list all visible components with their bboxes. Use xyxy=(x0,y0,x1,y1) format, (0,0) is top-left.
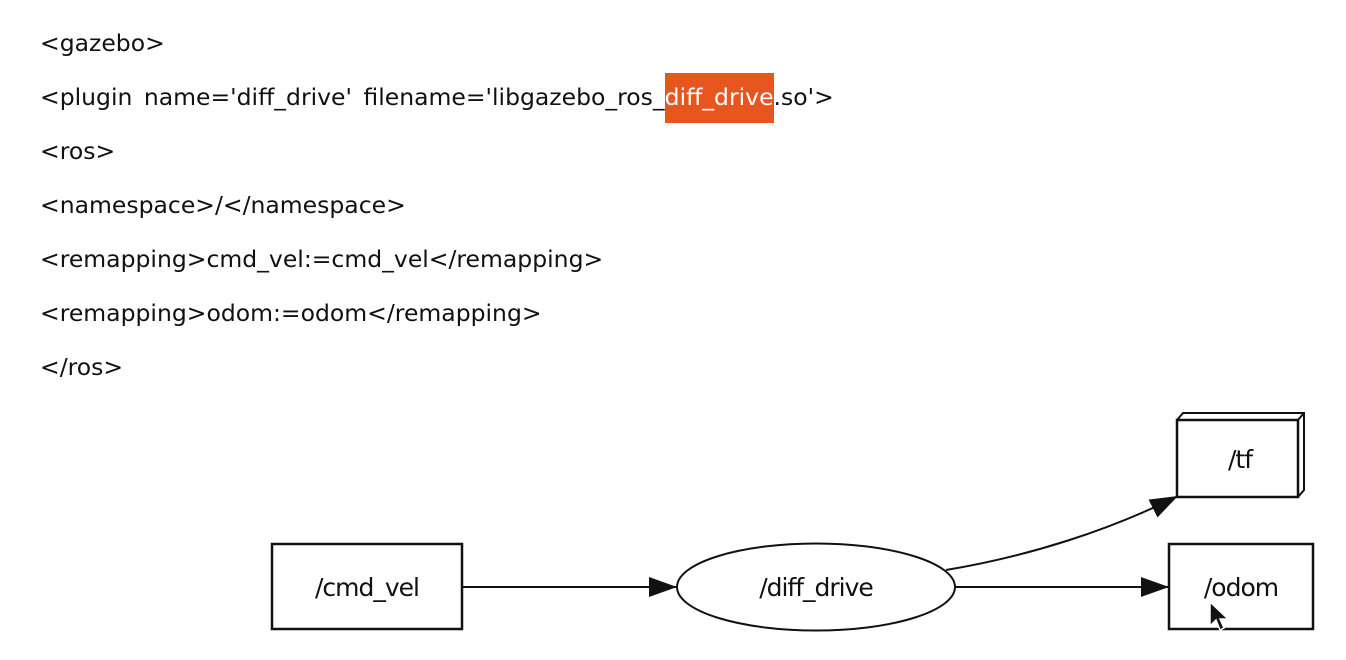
node-tf-label: /tf xyxy=(1228,445,1254,474)
code-line-gazebo: <gazebo> xyxy=(40,29,165,57)
code-line-remap-odom: <remapping>odom:=odom</remapping> xyxy=(40,299,542,327)
node-diff-drive-label: /diff_drive xyxy=(759,573,873,602)
code-line-remap-cmd-vel: <remapping>cmd_vel:=cmd_vel</remapping> xyxy=(40,245,604,273)
node-diff-drive[interactable]: /diff_drive xyxy=(676,542,956,632)
code-line-ros-open: <ros> xyxy=(40,137,116,165)
node-odom-label: /odom xyxy=(1204,573,1278,602)
highlighted-selection[interactable]: diff_drive xyxy=(664,73,774,123)
code-plugin-suffix: .so'> xyxy=(773,83,834,111)
mouse-cursor-icon xyxy=(1209,600,1230,632)
code-plugin-prefix: <plugin name='diff_drive' filename='libg… xyxy=(40,83,665,111)
node-odom[interactable]: /odom xyxy=(1167,542,1315,631)
code-line-ros-close: </ros> xyxy=(40,353,124,381)
edge-diff-drive-to-tf xyxy=(945,495,1179,571)
code-snippet: <gazebo> <plugin name='diff_drive' filen… xyxy=(40,24,834,402)
node-tf[interactable]: /tf xyxy=(1175,412,1305,499)
code-line-namespace: <namespace>/</namespace> xyxy=(40,191,406,219)
node-cmd-vel-label: /cmd_vel xyxy=(315,573,419,602)
code-line-plugin: <plugin name='diff_drive' filename='libg… xyxy=(40,73,834,132)
node-cmd-vel[interactable]: /cmd_vel xyxy=(270,542,464,631)
